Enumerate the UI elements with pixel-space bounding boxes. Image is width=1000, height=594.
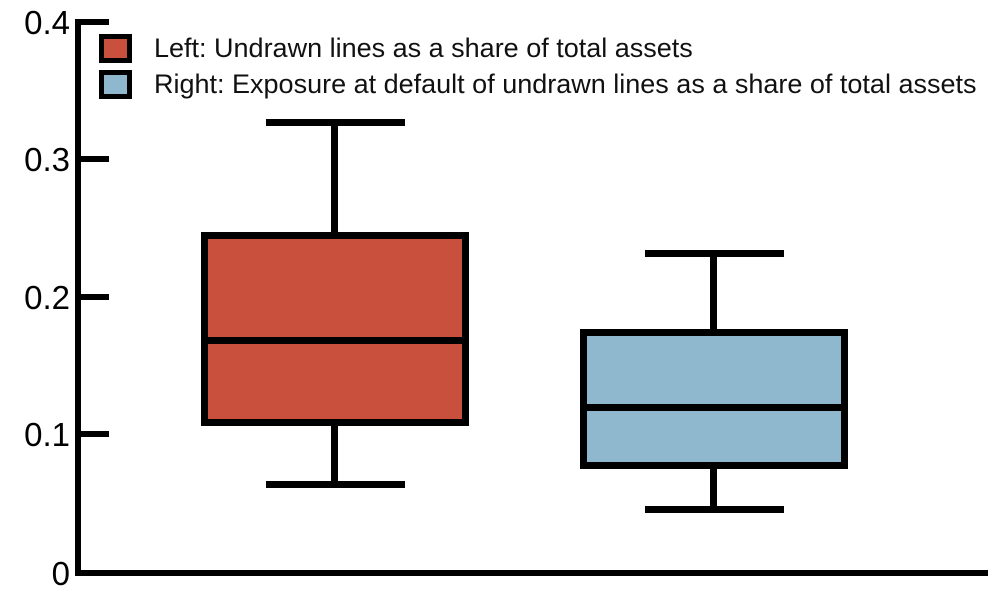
y-axis-tick-label-0.3: 0.3 <box>24 141 70 178</box>
y-axis-tick-0.4 <box>75 19 109 25</box>
y-axis-tick-0.2 <box>75 294 109 300</box>
legend-item-right: Right: Exposure at default of undrawn li… <box>99 66 976 102</box>
box-red-lower-whisker-cap <box>266 481 405 488</box>
y-axis-tick-label-0.1: 0.1 <box>24 416 70 453</box>
y-axis-tick-0.3 <box>75 156 109 162</box>
y-axis-tick-label-0.4: 0.4 <box>24 4 70 41</box>
x-axis-line <box>75 570 988 576</box>
box-red-iqr <box>201 232 469 426</box>
box-blue-iqr <box>580 329 848 469</box>
box-blue-median-line <box>580 404 848 411</box>
box-blue-upper-whisker-line <box>710 253 717 333</box>
y-axis-tick-label-0: 0 <box>51 555 70 592</box>
legend-swatch-blue-icon <box>99 69 132 99</box>
box-red-upper-whisker-line <box>331 122 338 236</box>
box-blue-upper-whisker-cap <box>645 250 784 257</box>
legend: Left: Undrawn lines as a share of total … <box>99 30 976 102</box>
y-axis-tick-0.1 <box>75 431 109 437</box>
box-red-lower-whisker-line <box>331 422 338 485</box>
legend-swatch-red-icon <box>99 33 132 63</box>
box-red-upper-whisker-cap <box>266 119 405 126</box>
legend-label-right: Right: Exposure at default of undrawn li… <box>154 68 977 99</box>
legend-item-left: Left: Undrawn lines as a share of total … <box>99 30 976 66</box>
box-blue-lower-whisker-cap <box>645 506 784 513</box>
legend-label-left: Left: Undrawn lines as a share of total … <box>154 32 693 63</box>
box-blue-lower-whisker-line <box>710 466 717 512</box>
y-axis-tick-label-0.2: 0.2 <box>24 279 70 316</box>
box-red-median-line <box>201 337 469 344</box>
